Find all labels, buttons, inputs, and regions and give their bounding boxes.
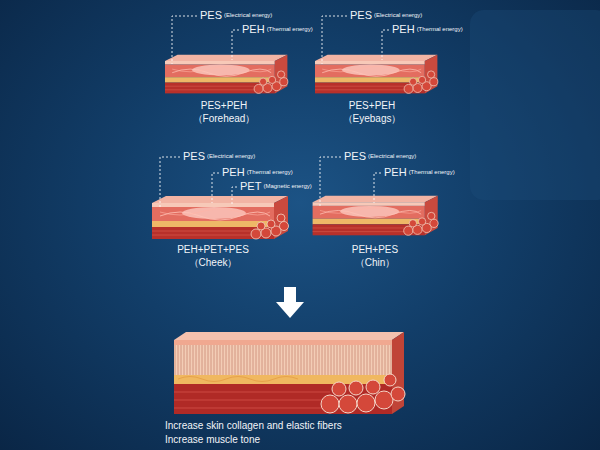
label-text: PES (200, 9, 222, 22)
label-text: (Electrical energy) (224, 12, 272, 19)
label-text: （Forehead） (193, 113, 256, 125)
skin-result (174, 332, 405, 414)
skin-chin (313, 196, 439, 236)
label-text: （Cheek） (189, 257, 238, 269)
label-text: （Chin） (355, 257, 396, 269)
label-text: (Thermal energy) (409, 169, 455, 176)
label-text: (Thermal energy) (247, 169, 293, 176)
label-text: PES+PEH (201, 100, 247, 112)
device-shadow (470, 10, 600, 200)
label-text: Increase skin collagen and elastic fiber… (165, 420, 342, 432)
label-text: Increase muscle tone (165, 434, 260, 446)
label-text: (Electrical energy) (374, 12, 422, 19)
leader-lines (160, 16, 389, 207)
label-text: （Eyebags） (343, 113, 402, 125)
label-text: (Thermal energy) (267, 26, 313, 33)
label-text: PES (344, 150, 366, 163)
skin-eyebags (315, 55, 438, 94)
skin-cheek (152, 196, 289, 239)
label-text: (Thermal energy) (417, 26, 463, 33)
label-text: PEH (222, 166, 245, 179)
label-text: PEH (242, 23, 265, 36)
label-text: PES+PEH (349, 100, 395, 112)
label-text: (Electrical energy) (368, 153, 416, 160)
down-arrow (276, 287, 304, 318)
label-text: PEH+PET+PES (177, 244, 249, 256)
label-text: PEH+PES (352, 244, 398, 256)
label-text: PEH (384, 166, 407, 179)
label-text: (Magnetic energy) (263, 183, 311, 190)
label-text: PET (240, 180, 261, 193)
label-text: PES (350, 9, 372, 22)
label-text: PES (183, 150, 205, 163)
label-text: (Electrical energy) (207, 153, 255, 160)
skin-forehead (165, 55, 288, 94)
label-text: PEH (392, 23, 415, 36)
